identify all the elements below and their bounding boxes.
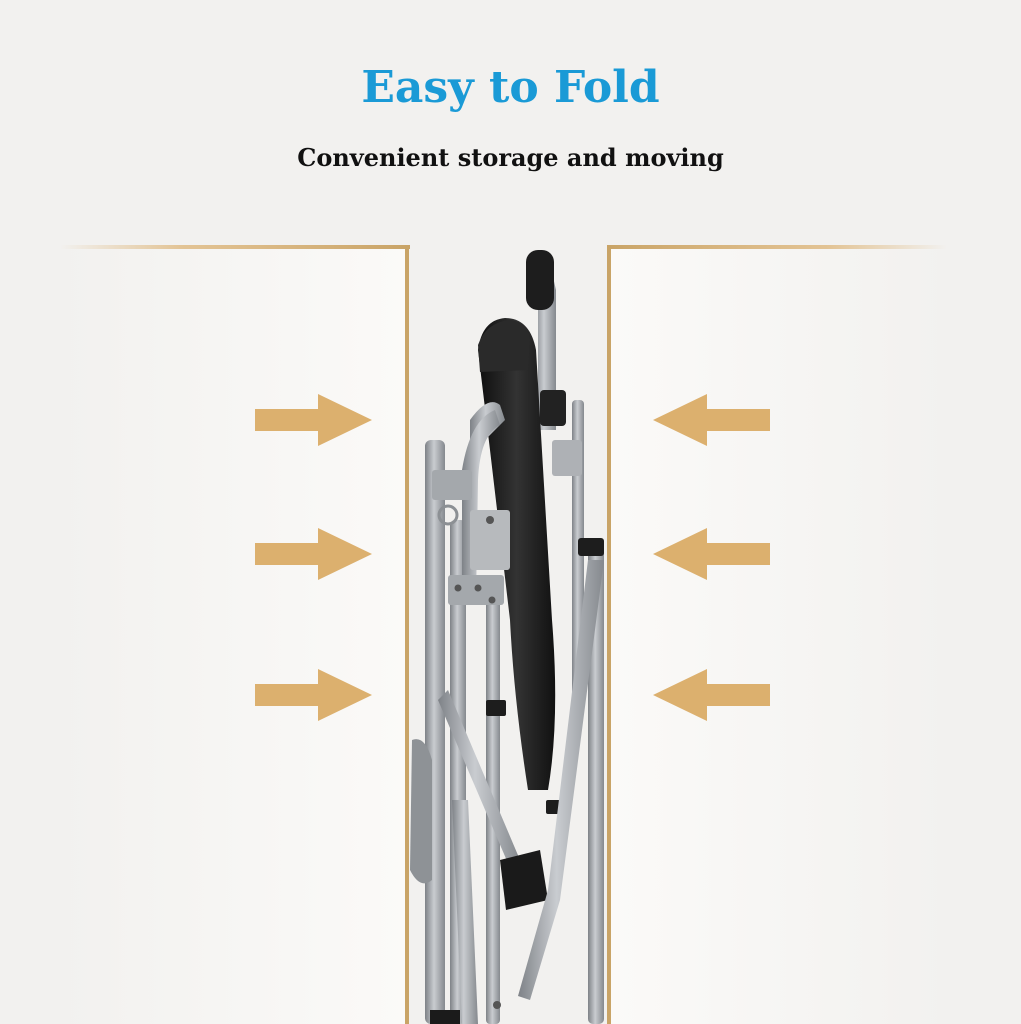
arrow-right-icon: [255, 669, 372, 721]
arrow-left-icon: [653, 669, 770, 721]
arrow-left-icon: [653, 528, 770, 580]
arrow-right-icon: [255, 528, 372, 580]
left-panel: [60, 249, 408, 1024]
left-bracket-line: [60, 245, 410, 1024]
arrow-left-icon: [653, 394, 770, 446]
page-subtitle: Convenient storage and moving: [297, 143, 724, 172]
right-panel: [608, 249, 948, 1024]
right-bracket-line: [607, 245, 947, 1024]
arrow-right-icon: [255, 394, 372, 446]
page-title: Easy to Fold: [361, 62, 660, 113]
folded-wheelchair-image: [410, 250, 604, 1024]
